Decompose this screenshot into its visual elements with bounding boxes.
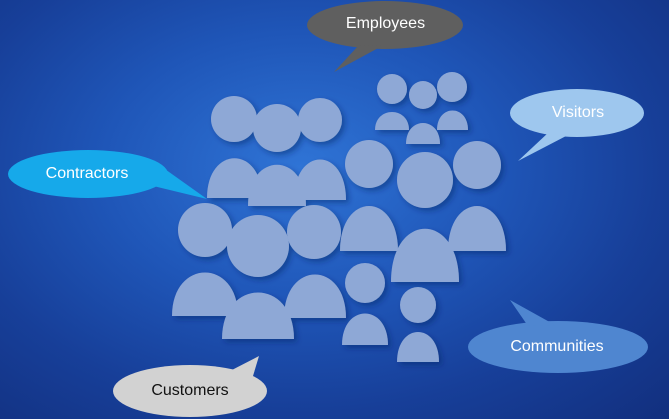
person-icon	[448, 141, 506, 251]
person-icon	[340, 140, 398, 251]
person-icon	[437, 72, 468, 130]
contractors-label: Contractors	[45, 165, 129, 182]
person-icon	[294, 98, 346, 200]
person-icon	[375, 74, 409, 130]
customers-label: Customers	[151, 382, 229, 399]
person-icon	[342, 263, 388, 345]
person-icon	[222, 215, 294, 339]
communities-label: Communities	[510, 338, 604, 355]
person-icon	[284, 205, 346, 318]
person-icon	[248, 104, 306, 206]
person-icon	[397, 287, 439, 362]
employees-label: Employees	[345, 15, 426, 32]
person-icon	[406, 81, 440, 144]
person-icon	[172, 203, 238, 316]
visitors-label: Visitors	[551, 104, 605, 121]
person-icon	[391, 152, 459, 282]
person-icon	[207, 96, 262, 198]
